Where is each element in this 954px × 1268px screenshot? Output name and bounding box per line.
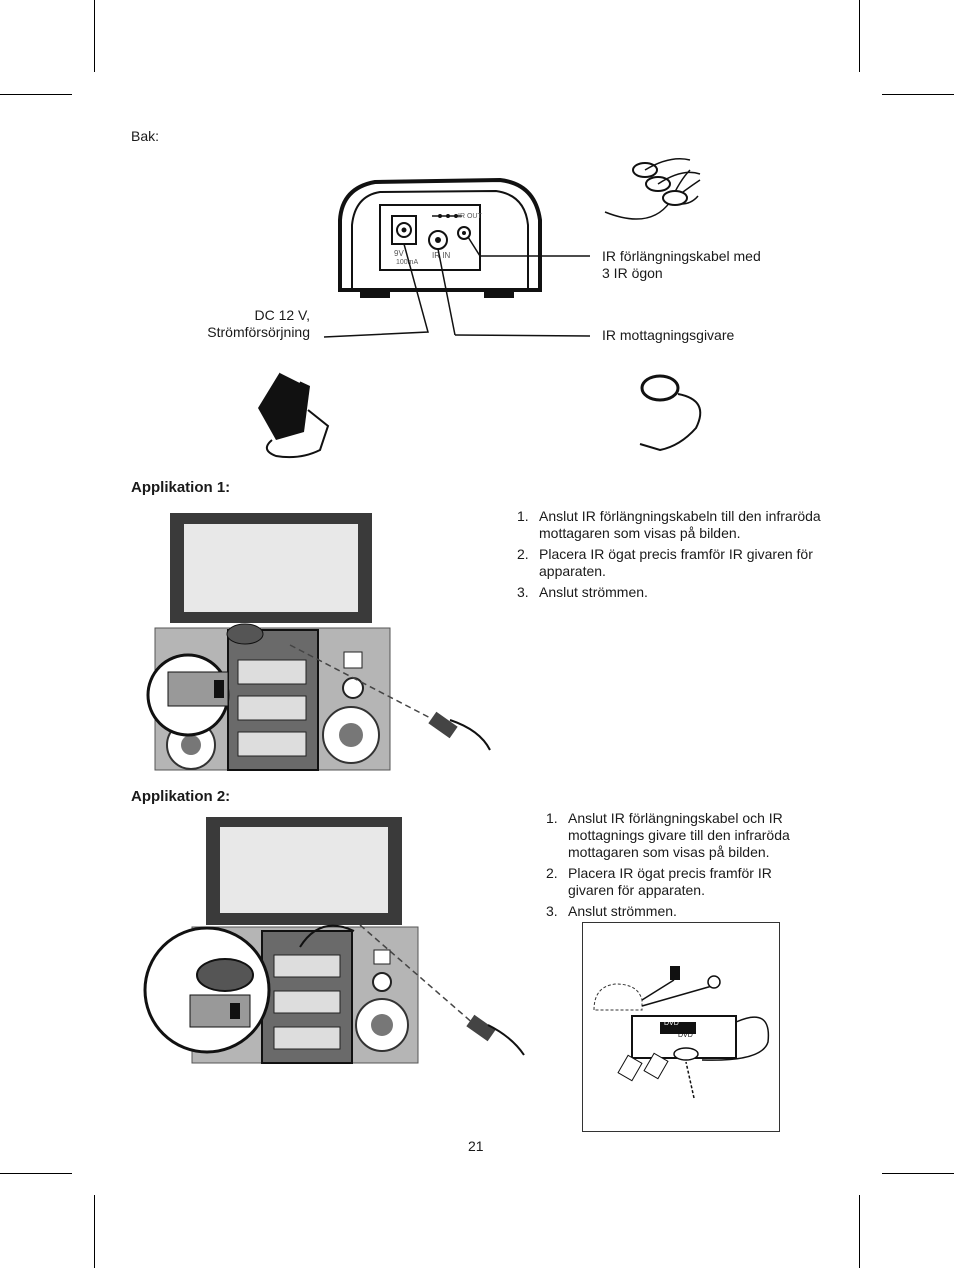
step-item: 2. Placera IR ögat precis framför IR giva…	[546, 865, 821, 899]
step-text: Placera IR ögat precis framför IR givare…	[539, 546, 813, 579]
app2-title: Applikation 2:	[131, 788, 231, 805]
callout-ir-cable: IR förlängningskabel med 3 IR ögon	[602, 248, 761, 282]
step-text: Anslut strömmen.	[568, 903, 677, 919]
step-text: Anslut strömmen.	[539, 584, 648, 600]
remote-control-icon	[428, 711, 491, 751]
rear-panel-diagram: IR OUT IR IN 9V 100mA	[258, 158, 702, 459]
crop-mark	[882, 94, 954, 95]
dvd-connection-diagram: DVD DVD	[582, 922, 780, 1132]
step-item: 1. Anslut IR förlängningskabel och IR mot…	[546, 810, 821, 861]
app1-illustration	[146, 513, 491, 771]
label-ir-out: IR OUT	[458, 213, 482, 220]
callout-ir-receiver: IR mottagningsgivare	[602, 327, 735, 343]
step-number: 1.	[517, 508, 529, 524]
section-label: Bak:	[131, 128, 160, 144]
step-number: 2.	[517, 546, 529, 562]
step-text: Placera IR ögat precis framför IR givare…	[568, 865, 772, 898]
crop-mark	[859, 1195, 860, 1268]
callout-dc-line2: Strömförsörjning	[207, 324, 310, 340]
crop-mark	[0, 94, 72, 95]
label-ir-in: IR IN	[432, 251, 450, 260]
label-power-rating-2: 100mA	[396, 259, 419, 266]
step-text: Anslut IR förlängningskabel och IR motta…	[568, 810, 790, 860]
crop-mark	[94, 1195, 95, 1268]
step-text: Anslut IR förlängningskabeln till den in…	[539, 508, 821, 541]
label-power-rating-1: 9V	[394, 249, 404, 258]
app1-title: Applikation 1:	[131, 479, 231, 496]
step-number: 1.	[546, 810, 558, 826]
step-item: 1. Anslut IR förlängningskabeln till den …	[517, 508, 822, 542]
step-item: 3. Anslut strömmen.	[517, 584, 822, 601]
dvd-slot-label: DVD	[678, 1032, 693, 1039]
crop-mark	[0, 1173, 72, 1174]
page-number: 21	[468, 1138, 484, 1154]
step-number: 3.	[546, 903, 558, 919]
step-item: 3. Anslut strömmen.	[546, 903, 821, 920]
callout-dc-line1: DC 12 V,	[254, 307, 310, 323]
crop-mark	[859, 0, 860, 72]
step-number: 2.	[546, 865, 558, 881]
dvd-logo: DVD	[664, 1020, 679, 1027]
step-item: 2. Placera IR ögat precis framför IR giva…	[517, 546, 822, 580]
crop-mark	[94, 0, 95, 72]
callout-ir-cable-line1: IR förlängningskabel med	[602, 248, 761, 264]
callout-ir-cable-line2: 3 IR ögon	[602, 265, 663, 281]
power-adapter-icon	[258, 371, 330, 459]
ir-receiver-icon	[639, 374, 702, 452]
app2-steps: 1. Anslut IR förlängningskabel och IR mot…	[546, 810, 821, 924]
crop-mark	[882, 1173, 954, 1174]
remote-control-icon	[466, 1014, 525, 1056]
app2-illustration	[143, 817, 525, 1064]
callout-dc: DC 12 V, Strömförsörjning	[200, 307, 310, 341]
ir-eye-cable-icon	[604, 158, 701, 220]
app1-steps: 1. Anslut IR förlängningskabeln till den …	[517, 508, 822, 605]
step-number: 3.	[517, 584, 529, 600]
